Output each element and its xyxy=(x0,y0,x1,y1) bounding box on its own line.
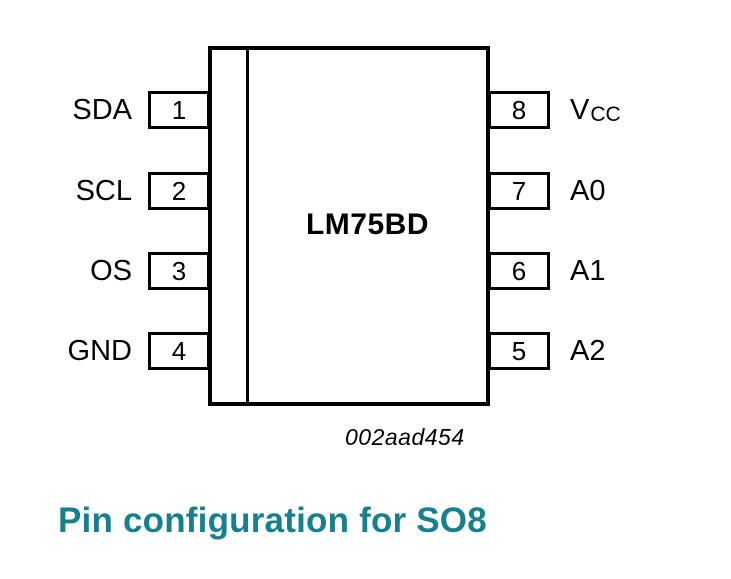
chip-label: LM75BD xyxy=(305,208,429,241)
pin-number-7: 7 xyxy=(511,175,527,206)
pin-label-a1: A1 xyxy=(570,254,606,287)
pin-box-4: 4 xyxy=(148,332,210,370)
pin-number-6: 6 xyxy=(511,255,527,286)
pin-box-5: 5 xyxy=(488,332,550,370)
pin-label-a0: A0 xyxy=(570,174,606,207)
pin-box-3: 3 xyxy=(148,252,210,290)
pin-label-os: OS xyxy=(90,254,132,287)
pin-number-4: 4 xyxy=(171,335,187,366)
pin-number-8: 8 xyxy=(511,94,527,125)
figure-id: 002aad454 xyxy=(345,424,465,450)
pin-box-7: 7 xyxy=(488,172,550,210)
pin-label-scl: SCL xyxy=(75,174,132,207)
pin-number-1: 1 xyxy=(171,94,187,125)
pin-number-2: 2 xyxy=(171,175,187,206)
pin-label-a2: A2 xyxy=(570,334,606,367)
pin-box-6: 6 xyxy=(488,252,550,290)
figure-caption: Pin configuration for SO8 xyxy=(58,501,487,540)
pin-number-5: 5 xyxy=(511,335,527,366)
pin-label-vcc-main: V xyxy=(570,93,590,126)
pin-label-sda: SDA xyxy=(72,93,132,126)
pin-box-1: 1 xyxy=(148,91,210,129)
pin-box-2: 2 xyxy=(148,172,210,210)
pin-label-gnd: GND xyxy=(67,334,132,367)
pin1-indicator-strip xyxy=(246,50,249,402)
chip-body: LM75BD xyxy=(208,46,490,406)
pin-label-vcc-subscript: CC xyxy=(590,103,621,126)
pin-number-3: 3 xyxy=(171,255,187,286)
pin-box-8: 8 xyxy=(488,91,550,129)
